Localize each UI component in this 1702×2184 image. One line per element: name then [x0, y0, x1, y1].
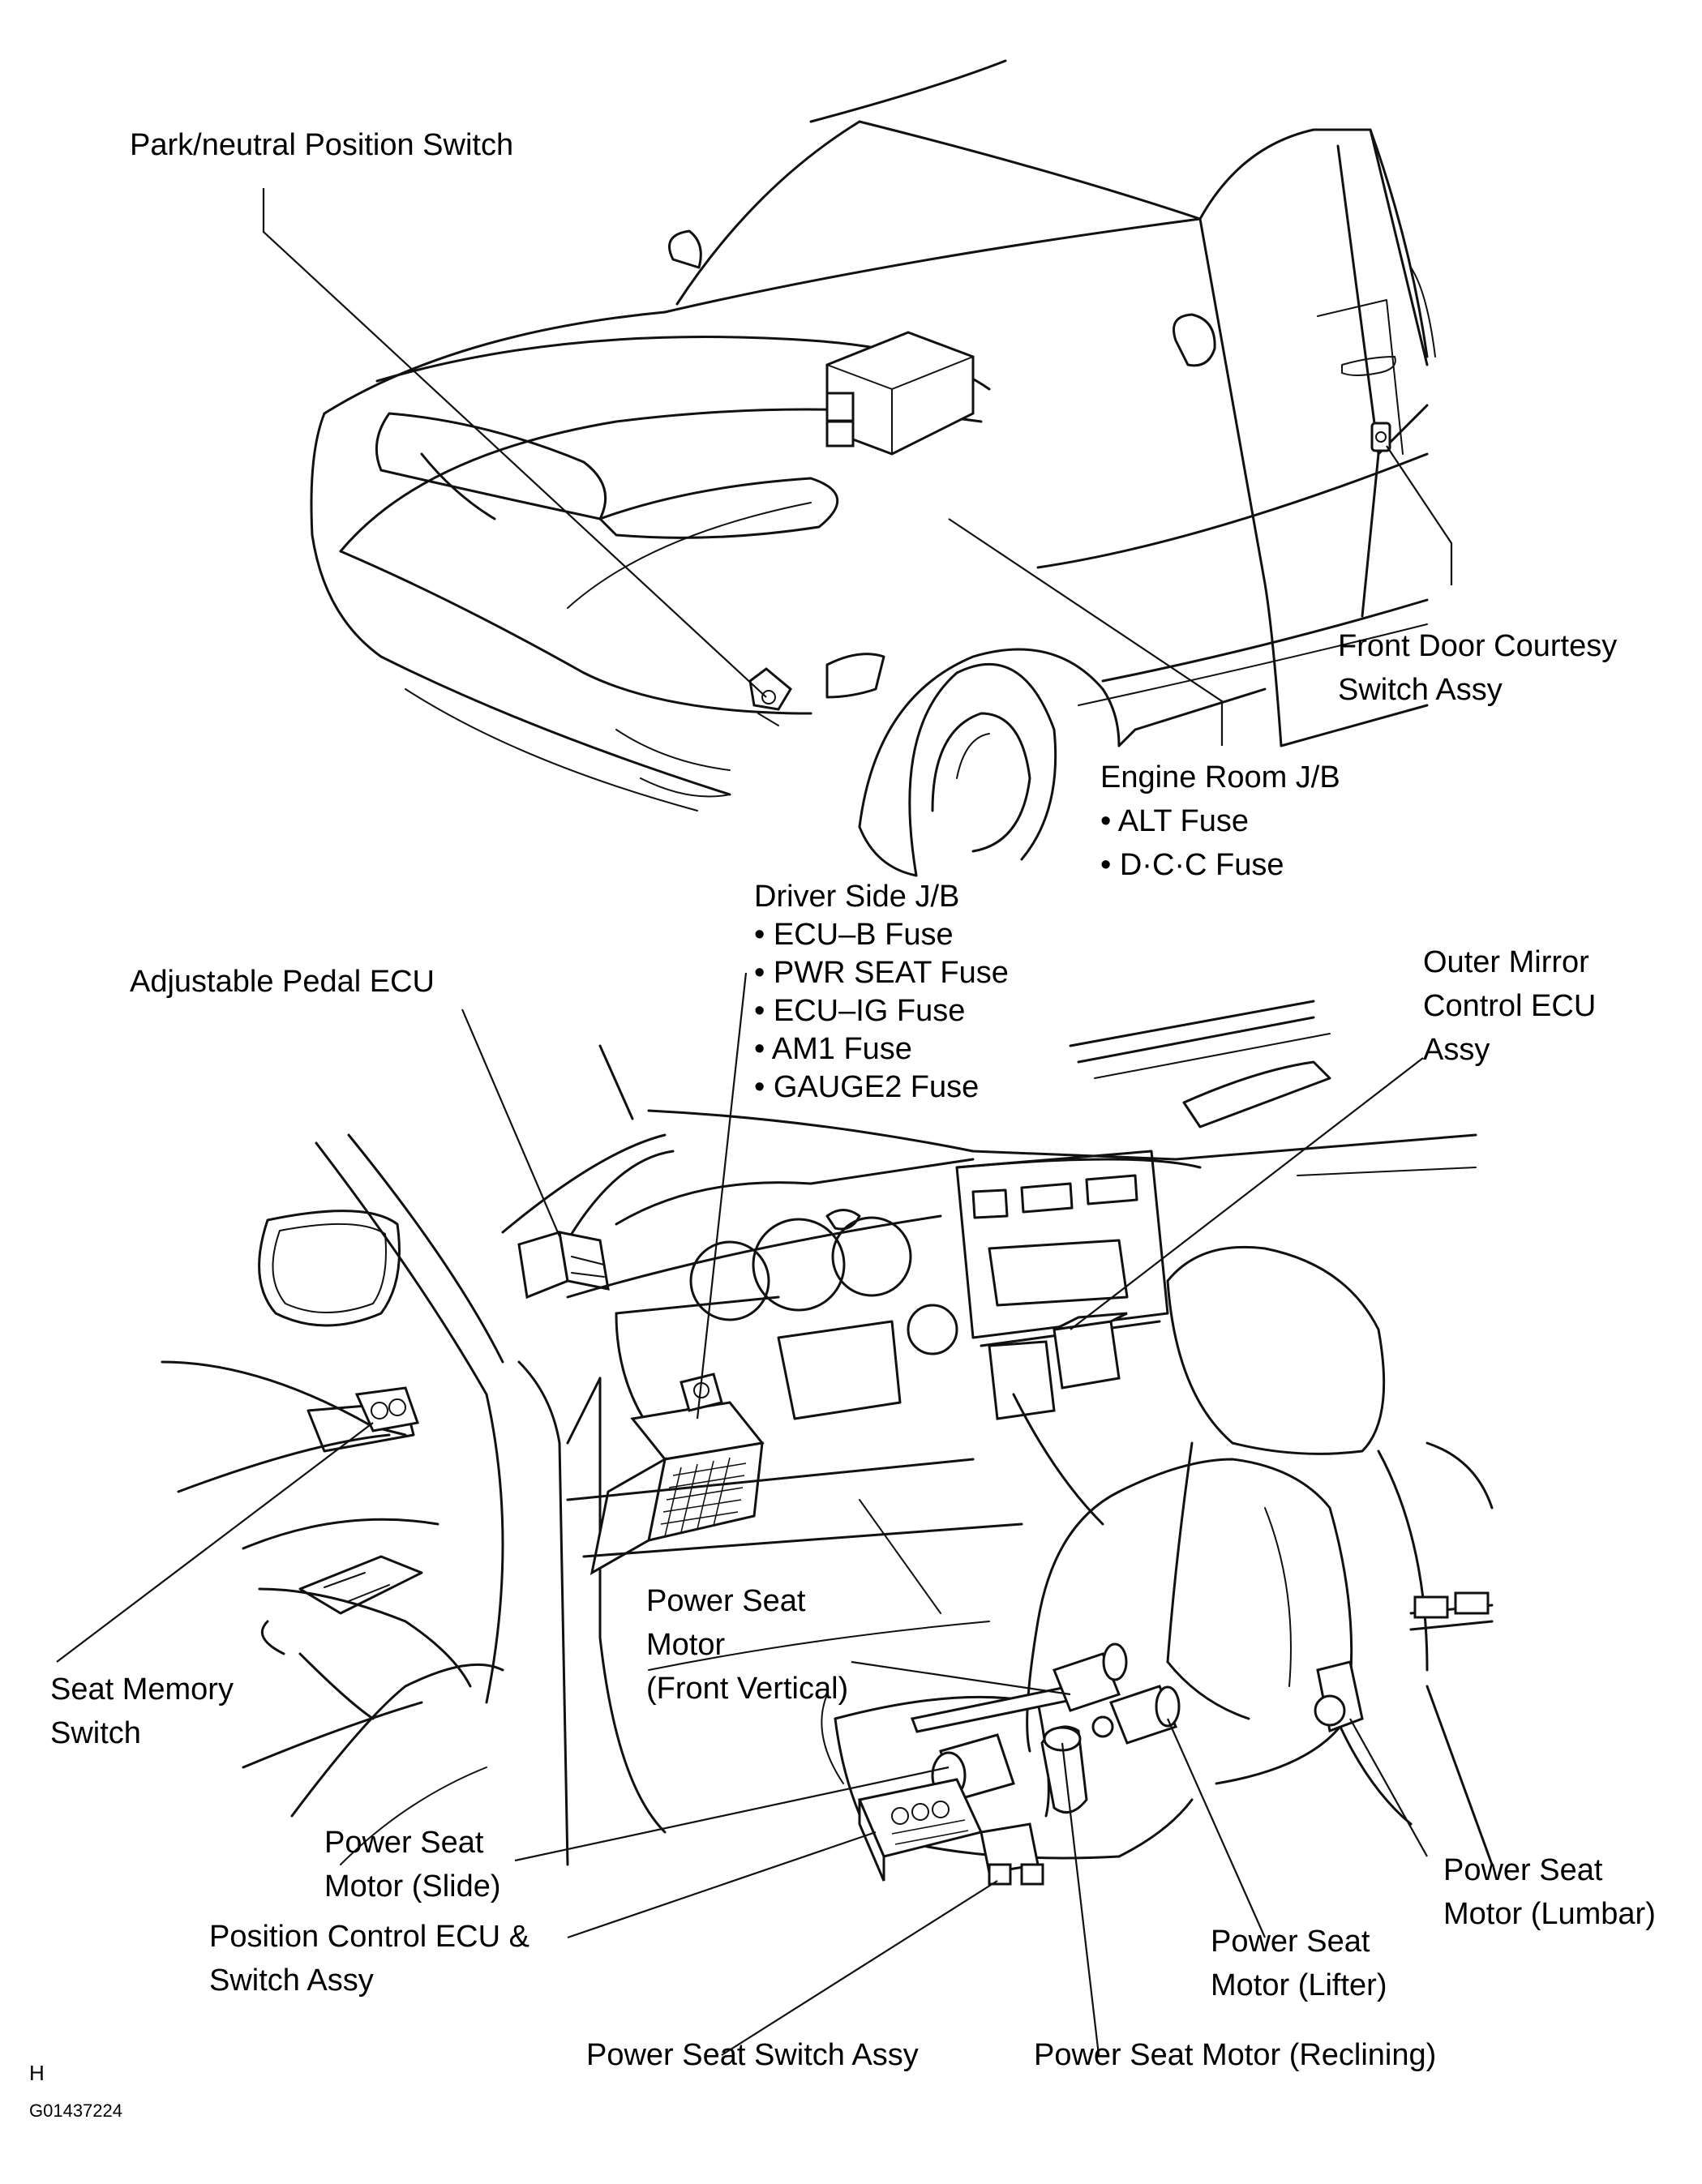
label-line: Power Seat — [1211, 1925, 1370, 1959]
leader-outer-mirror — [1070, 1057, 1424, 1330]
leader-lumbar — [1349, 1718, 1428, 1857]
label-line: Switch Assy — [209, 1963, 374, 1998]
leader-slide — [514, 1766, 950, 1862]
label-line: Motor (Lifter) — [1211, 1968, 1387, 2002]
label-line: • ECU–B Fuse — [754, 918, 954, 952]
label-front-door-courtesy-switch-assy: Front Door Courtesy Switch Assy — [1338, 624, 1617, 712]
label-engine-room-jb: Engine Room J/B • ALT Fuse • D·C·C Fuse — [1100, 756, 1340, 887]
label-power-seat-motor-lifter: Power Seat Motor (Lifter) — [1211, 1920, 1387, 2007]
label-line: Position Control ECU & — [209, 1920, 529, 1954]
label-line: Motor — [646, 1628, 726, 1662]
leader-lines — [56, 188, 1453, 2056]
leader-driver-side — [696, 972, 748, 1420]
figure-code: G01437224 — [29, 2100, 122, 2121]
label-line: Power Seat Motor (Reclining) — [1034, 2038, 1437, 2072]
label-line: • ALT Fuse — [1100, 804, 1249, 838]
label-driver-side-jb: Driver Side J/B • ECU–B Fuse • PWR SEAT … — [754, 878, 1009, 1107]
label-line: • PWR SEAT Fuse — [754, 956, 1009, 990]
vehicle-exterior-drawing — [310, 59, 1436, 877]
label-seat-memory-switch: Seat Memory Switch — [50, 1668, 234, 1755]
label-line: Motor (Slide) — [324, 1869, 501, 1904]
leader-seat-memory — [56, 1422, 374, 1663]
label-line: • D·C·C Fuse — [1100, 848, 1284, 882]
label-line: Outer Mirror — [1423, 945, 1589, 979]
label-line: Engine Room J/B — [1100, 760, 1340, 794]
label-line: Park/neutral Position Switch — [130, 128, 514, 162]
figure-letter: H — [29, 2061, 45, 2085]
label-line: (Front Vertical) — [646, 1672, 849, 1706]
leader-reclining — [1061, 1742, 1100, 2056]
leader-front-door — [1386, 445, 1453, 585]
label-power-seat-switch-assy: Power Seat Switch Assy — [586, 2033, 919, 2077]
label-outer-mirror-control-ecu-assy: Outer Mirror Control ECU Assy — [1423, 940, 1596, 1072]
label-line: Adjustable Pedal ECU — [130, 965, 435, 999]
label-park-neutral-position-switch: Park/neutral Position Switch — [130, 123, 513, 167]
leader-position-control — [567, 1831, 877, 1939]
leader-front-vertical — [851, 1660, 1071, 1696]
label-line: Power Seat — [646, 1584, 806, 1618]
label-line: Control ECU — [1423, 989, 1597, 1023]
label-line: Assy — [1423, 1033, 1490, 1067]
label-power-seat-motor-front-vertical: Power Seat Motor (Front Vertical) — [646, 1579, 848, 1711]
leader-engine-room — [948, 518, 1224, 746]
leader-switch-assy — [721, 1880, 998, 2056]
label-line: Seat Memory — [50, 1672, 234, 1707]
label-line: Switch — [50, 1716, 141, 1750]
label-line: Front Door Courtesy — [1338, 629, 1618, 663]
leader-park-neutral — [262, 188, 767, 698]
label-line: Driver Side J/B — [754, 880, 960, 914]
label-line: • GAUGE2 Fuse — [754, 1070, 980, 1104]
leader-lifter — [1166, 1718, 1267, 1938]
leader-adjustable-pedal — [461, 1008, 561, 1237]
vehicle-interior-drawing — [161, 1000, 1494, 1886]
label-power-seat-motor-reclining: Power Seat Motor (Reclining) — [1034, 2033, 1436, 2077]
label-line: • AM1 Fuse — [754, 1032, 912, 1066]
label-line: Power Seat Switch Assy — [586, 2038, 919, 2072]
label-line: • ECU–IG Fuse — [754, 994, 966, 1028]
label-power-seat-motor-slide: Power Seat Motor (Slide) — [324, 1821, 501, 1908]
label-line: Power Seat — [324, 1826, 484, 1860]
label-line: Motor (Lumbar) — [1443, 1897, 1656, 1931]
label-position-control-ecu-switch-assy: Position Control ECU & Switch Assy — [209, 1915, 529, 2002]
label-adjustable-pedal-ecu: Adjustable Pedal ECU — [130, 960, 435, 1004]
label-line: Power Seat — [1443, 1853, 1603, 1887]
label-power-seat-motor-lumbar: Power Seat Motor (Lumbar) — [1443, 1848, 1656, 1936]
label-line: Switch Assy — [1338, 673, 1503, 707]
